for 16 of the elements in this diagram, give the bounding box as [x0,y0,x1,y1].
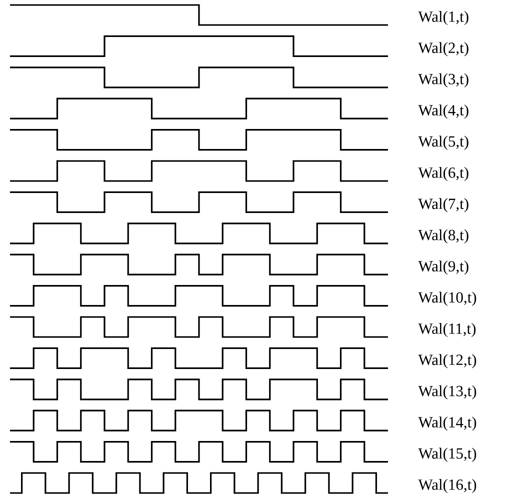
waveform-label: Wal(2,t) [418,42,468,56]
waveform-label: Wal(11,t) [418,322,476,338]
waveform-label: Wal(4,t) [418,104,468,119]
waveform-label: Wal(1,t) [418,10,468,26]
waveform-label: Wal(7,t) [418,198,468,212]
waveform-label: Wal(12,t) [418,354,476,368]
waveform-label: Wal(5,t) [418,136,468,150]
waveform-label: Wal(15,t) [418,448,476,462]
waveform-label: Wal(16,t) [418,478,476,494]
waveform-label: Wal(8,t) [418,229,468,244]
waveform-label: Wal(13,t) [418,385,476,400]
waveform-label: Wal(6,t) [418,166,468,182]
waveform-label: Wal(3,t) [418,73,468,88]
waveform-label: Wal(14,t) [418,416,476,431]
waveform-label: Wal(9,t) [418,260,468,275]
waveform-label: Wal(10,t) [418,292,476,306]
